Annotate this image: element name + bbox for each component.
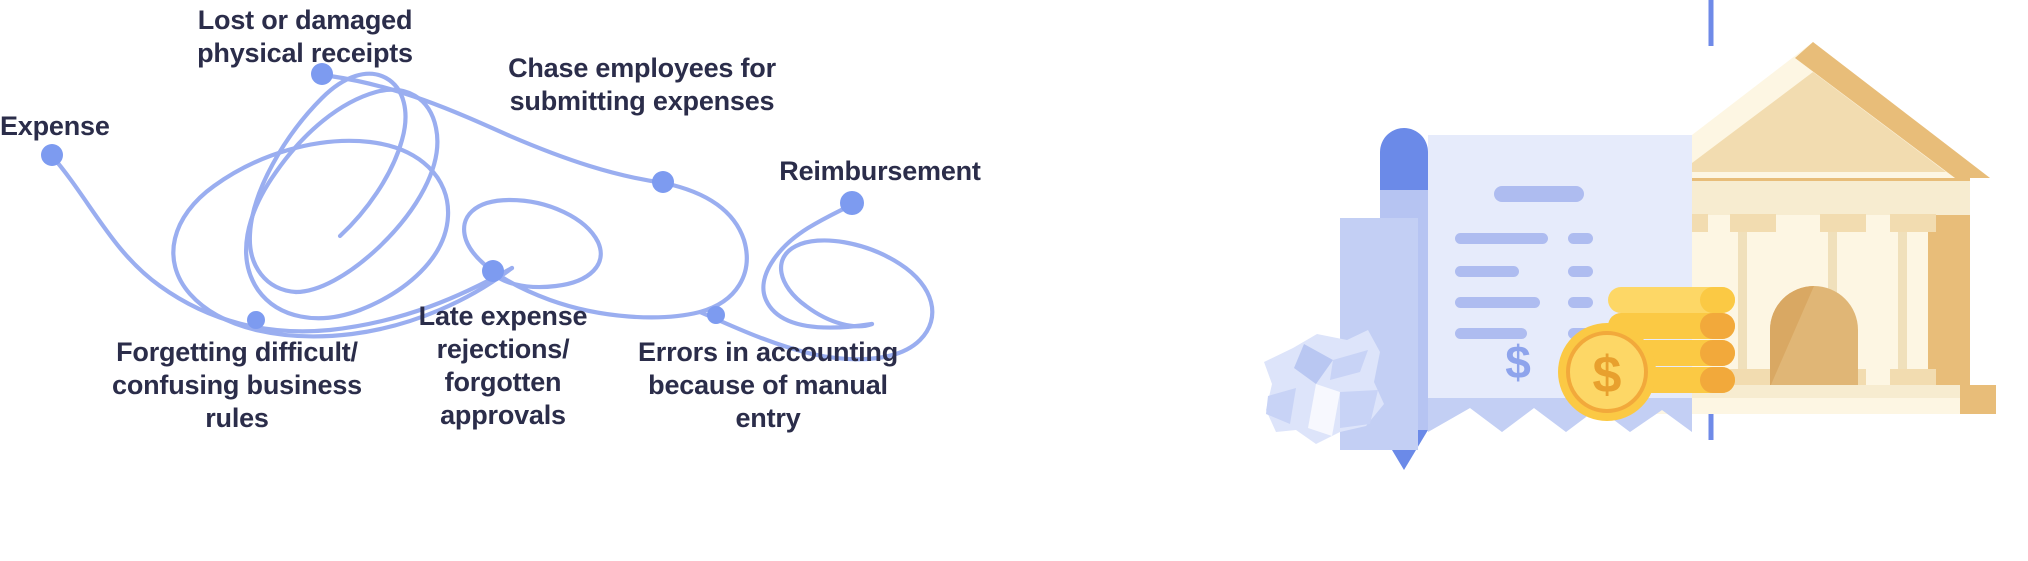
bank-pediment-inner: [1680, 72, 1946, 172]
bank-arch-door-highlight: [1770, 286, 1814, 387]
path-segment-outbound: [697, 238, 935, 362]
bank-entablature: [1652, 175, 1970, 215]
coin-stack-3-shade: [1700, 313, 1735, 339]
coin-stack-4-shade: [1700, 287, 1735, 313]
receipt-line-1-long: [1455, 233, 1548, 244]
path-segment-tail: [761, 202, 875, 330]
receipt-line-4-long: [1455, 328, 1527, 339]
reimbursement-node: [840, 191, 864, 215]
forgetting-rules-node: [247, 311, 265, 329]
bank-column-4-base: [1890, 369, 1936, 387]
path-segment-loop-a: [171, 138, 515, 339]
receipt-line-2-long: [1455, 266, 1519, 277]
receipt-dollar-sign: $: [1505, 336, 1531, 388]
coin-stack-2-shade: [1700, 340, 1735, 366]
receipt-line-1-short: [1568, 233, 1593, 244]
bank-steps-top: [1648, 385, 1988, 401]
path-segment-loop-b: [244, 87, 440, 321]
errors-accounting-node: [707, 306, 725, 324]
coin-stack-1-shade: [1700, 367, 1735, 393]
bank-pediment-right-shadow: [1795, 42, 1990, 178]
crumpled-fold-4: [1266, 388, 1296, 424]
bank-column-2-cap: [1730, 214, 1776, 232]
label-reimbursement: Reimbursement: [779, 156, 981, 186]
late-expense-node: [482, 260, 504, 282]
crumpled-fold-3: [1308, 384, 1340, 436]
chase-employees-node: [652, 171, 674, 193]
coin-front-ring: [1566, 331, 1648, 413]
bank-column-2-base: [1730, 369, 1776, 387]
path-segment-crest: [247, 71, 408, 295]
coin-dollar-sign: $: [1593, 346, 1622, 404]
label-lost-receipts: Lost or damaged physical receipts: [197, 5, 413, 68]
bank-column-4-cap: [1890, 214, 1936, 232]
receipt-bottom-shade: [1428, 398, 1692, 432]
label-late-expense: Late expense rejections/ forgotten appro…: [418, 301, 588, 430]
bank-column-4-shadow: [1898, 222, 1907, 372]
bank-steps-bottom: [1636, 398, 1996, 414]
crumpled-fold-2: [1330, 350, 1368, 380]
pen-cap: [1380, 128, 1428, 190]
crumpled-fold-5: [1340, 390, 1378, 428]
expense-start-node: [41, 144, 63, 166]
label-expense: Expense: [0, 111, 110, 141]
path-segment-drop: [462, 180, 749, 320]
crumpled-receipt: [1264, 330, 1384, 444]
bank-column-3-cap: [1820, 214, 1866, 232]
receipt-line-3-long: [1455, 297, 1540, 308]
label-errors-accounting: Errors in accounting because of manual e…: [637, 337, 899, 433]
receipt-line-3-short: [1568, 297, 1593, 308]
label-forgetting-rules: Forgetting difficult/ confusing business…: [112, 337, 362, 433]
receipt-line-2-short: [1568, 266, 1593, 277]
receipt-heading-bar: [1494, 186, 1584, 202]
path-segment-bridge: [327, 73, 667, 186]
crumpled-fold-1: [1294, 344, 1333, 384]
lost-receipts-node: [311, 63, 333, 85]
path-strokes: [49, 71, 935, 362]
label-chase-employees: Chase employees for submitting expenses: [508, 53, 776, 116]
path-nodes: [41, 63, 864, 329]
bank-steps-shadow: [1960, 385, 1996, 414]
coin-front: $: [1558, 323, 1656, 421]
bank-column-2-shadow: [1738, 222, 1747, 372]
coin-front-inner: [1568, 333, 1646, 411]
